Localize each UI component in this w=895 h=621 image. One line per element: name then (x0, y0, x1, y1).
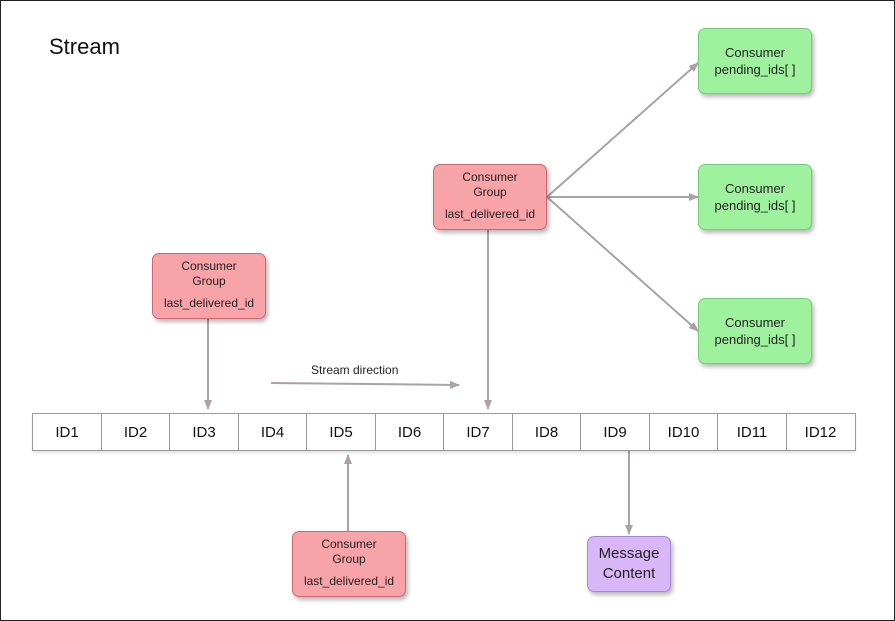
consumer-group-left[interactable]: Consumer Group last_delivered_id (152, 253, 266, 319)
consumer-group-top[interactable]: Consumer Group last_delivered_id (433, 164, 547, 230)
stream-id-row: ID1 ID2 ID3 ID4 ID5 ID6 ID7 ID8 ID9 ID10… (32, 413, 856, 451)
last-delivered-id-label: last_delivered_id (444, 207, 536, 221)
stream-id-cell[interactable]: ID10 (648, 413, 719, 451)
stream-id-cell[interactable]: ID2 (100, 413, 171, 451)
consumer-group-label: Group (473, 185, 507, 199)
stream-id-cell[interactable]: ID5 (306, 413, 376, 451)
consumer-group-bottom[interactable]: Consumer Group last_delivered_id (292, 531, 406, 597)
consumer-group-label: Group (332, 552, 366, 566)
consumer-group-label: Consumer (181, 259, 237, 273)
pending-ids-label: pending_ids[ ] (714, 198, 796, 213)
consumer-group-label: Consumer (462, 170, 518, 184)
stream-id-cell[interactable]: ID4 (237, 413, 308, 451)
stream-direction-label: Stream direction (311, 363, 399, 377)
message-label: Message (598, 545, 660, 562)
consumer-label: Consumer (725, 315, 785, 330)
stream-id-cell[interactable]: ID11 (717, 413, 787, 451)
last-delivered-id-label: last_delivered_id (303, 574, 395, 588)
consumer-label: Consumer (725, 181, 785, 196)
last-delivered-id-label: last_delivered_id (163, 296, 255, 310)
consumer-box-3[interactable]: Consumer pending_ids[ ] (698, 298, 812, 364)
pending-ids-label: pending_ids[ ] (714, 332, 796, 347)
arrow-group-to-consumer-1 (546, 62, 699, 198)
stream-id-cell[interactable]: ID8 (511, 413, 582, 451)
consumer-label: Consumer (725, 45, 785, 60)
consumer-group-label: Group (192, 274, 226, 288)
arrow-group-to-consumer-3 (546, 196, 699, 332)
stream-id-cell[interactable]: ID1 (32, 413, 102, 451)
consumer-box-2[interactable]: Consumer pending_ids[ ] (698, 164, 812, 230)
pending-ids-label: pending_ids[ ] (714, 62, 796, 77)
content-label: Content (602, 565, 656, 582)
stream-id-cell[interactable]: ID7 (443, 413, 513, 451)
stream-direction-arrow (270, 380, 460, 389)
stream-id-cell[interactable]: ID6 (374, 413, 445, 451)
stream-id-cell[interactable]: ID9 (580, 413, 650, 451)
stream-id-cell[interactable]: ID3 (169, 413, 239, 451)
stream-id-cell[interactable]: ID12 (785, 413, 856, 451)
diagram-title: Stream (49, 34, 120, 59)
consumer-group-label: Consumer (321, 537, 377, 551)
message-content-box[interactable]: Message Content (587, 536, 671, 592)
consumer-box-1[interactable]: Consumer pending_ids[ ] (698, 28, 812, 94)
